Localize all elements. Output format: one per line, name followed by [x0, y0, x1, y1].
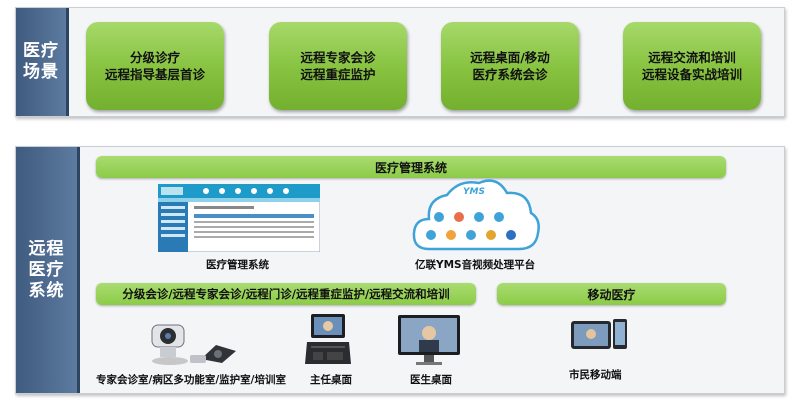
management-system-bar: 医疗管理系统 [96, 156, 726, 178]
system-side-text: 远程医疗系统 [28, 238, 65, 301]
cloud-title: YMS [463, 187, 485, 197]
mobile-medical-bar: 移动医疗 [497, 283, 726, 305]
conference-equipment [146, 317, 241, 367]
cloud-icon [412, 179, 540, 251]
scenario-side-text: 医疗场景 [23, 41, 59, 82]
doctor-desktop-caption: 医生桌面 [410, 374, 452, 386]
conference-room-caption: 专家会诊室/病区多功能室/监护室/培训室 [96, 374, 287, 386]
management-screen-icon [157, 183, 321, 253]
system-panel: 远程医疗系统 医疗管理系统 医疗管理系统 [15, 146, 785, 394]
director-desk-phone [303, 312, 353, 367]
scenario-panel: 医疗场景 分级诊疗 远程指导基层首诊 远程专家会诊 远程重症监护 远程桌面/移动… [15, 7, 785, 117]
monitor-icon [398, 315, 460, 365]
scenario-box-training: 远程交流和培训 远程设备实战培训 [623, 22, 761, 110]
scenario-box-desktop-mobile: 远程桌面/移动 医疗系统会诊 [441, 22, 579, 110]
scenario-box-expert: 远程专家会诊 远程重症监护 [269, 22, 407, 110]
mobile-devices-icon [571, 319, 627, 349]
system-side-label: 远程医疗系统 [16, 147, 80, 393]
management-system-screenshot [157, 183, 321, 253]
scenario-box-tiered: 分级诊疗 远程指导基层首诊 [86, 22, 224, 110]
management-system-caption: 医疗管理系统 [206, 259, 269, 271]
conference-camera-icon [151, 324, 236, 365]
consultation-bar: 分级会诊/远程专家会诊/远程门诊/远程重症监护/远程交流和培训 [96, 283, 476, 305]
doctor-monitor [396, 313, 462, 367]
yms-cloud: YMS [411, 173, 541, 255]
video-phone-icon [305, 314, 351, 364]
yms-platform-caption: 亿联YMS音视频处理平台 [415, 259, 536, 271]
scenario-side-label: 医疗场景 [16, 8, 69, 116]
citizen-mobile-devices [569, 317, 629, 361]
citizen-mobile-caption: 市民移动端 [569, 369, 622, 381]
director-desktop-caption: 主任桌面 [310, 374, 352, 386]
